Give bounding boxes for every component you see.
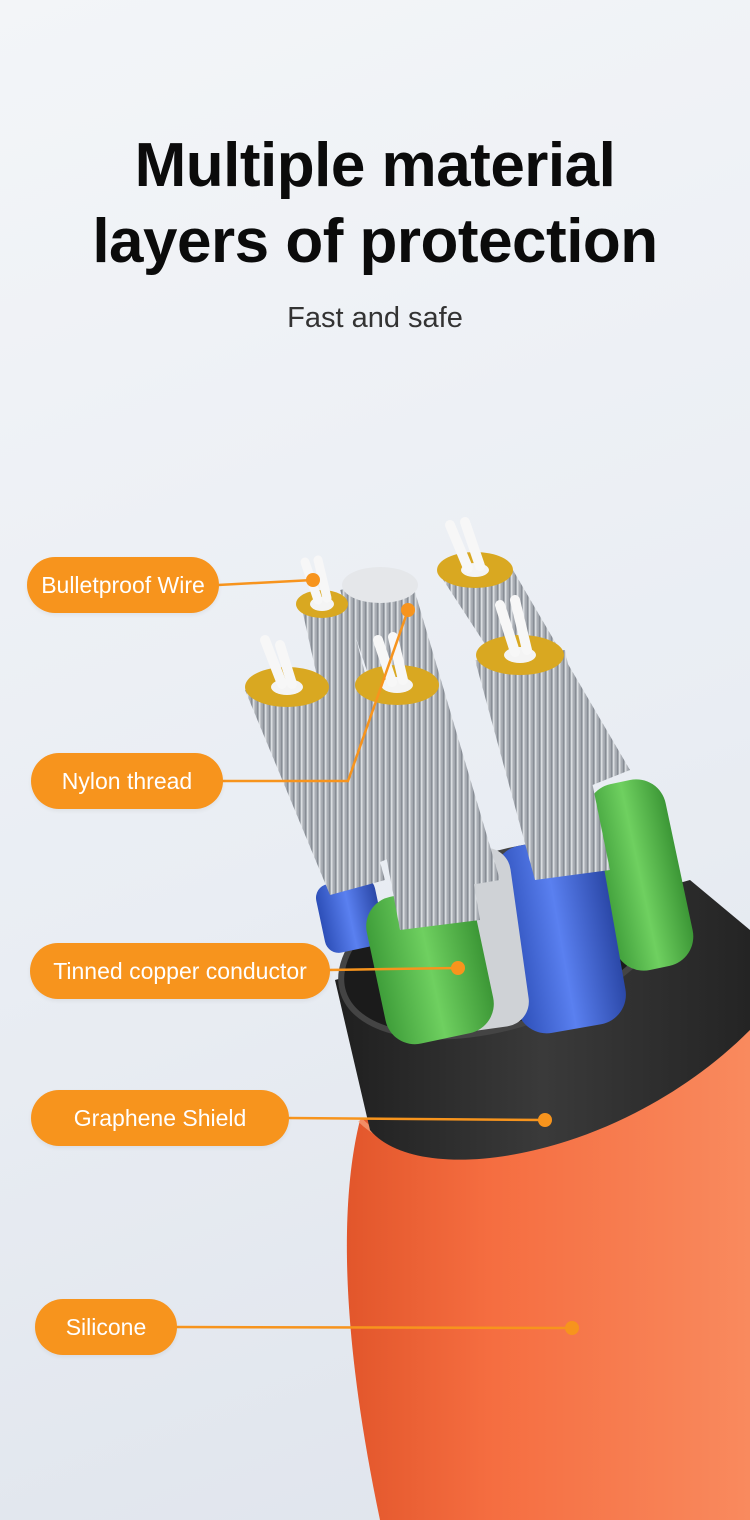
callout-leaders [175, 578, 573, 1330]
callout-dots [306, 573, 579, 1335]
page-title-line2: layers of protection [92, 207, 658, 276]
page-subtitle: Fast and safe [287, 302, 463, 334]
callout-tinned-copper-conductor: Tinned copper conductor [30, 943, 330, 999]
page-title-line1: Multiple material [134, 131, 616, 200]
page-title: Multiple material layers of protection [0, 128, 750, 280]
callout-nylon-thread: Nylon thread [31, 753, 223, 809]
callout-graphene-shield: Graphene Shield [31, 1090, 289, 1146]
callout-silicone: Silicone [35, 1299, 177, 1355]
callout-bulletproof-wire: Bulletproof Wire [27, 557, 219, 613]
stranded-wires [245, 565, 630, 930]
